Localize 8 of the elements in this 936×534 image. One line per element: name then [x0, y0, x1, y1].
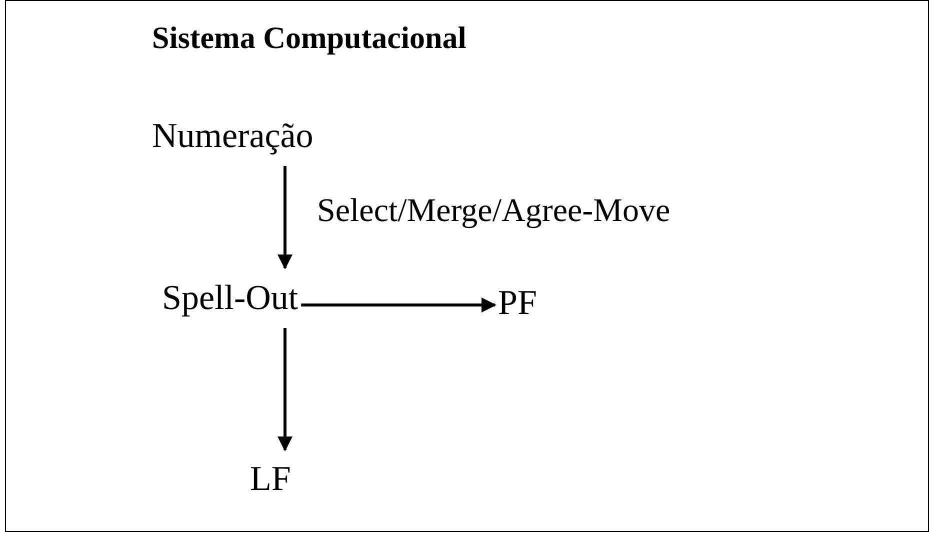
diagram-title: Sistema Computacional — [152, 20, 466, 56]
node-text: PF — [498, 278, 537, 328]
arrow — [278, 328, 292, 452]
arrow — [301, 298, 496, 312]
node-text: LF — [250, 454, 291, 504]
arrow — [278, 166, 292, 270]
node-text: Numeração — [152, 110, 314, 162]
node-text: Spell-Out — [162, 272, 298, 324]
